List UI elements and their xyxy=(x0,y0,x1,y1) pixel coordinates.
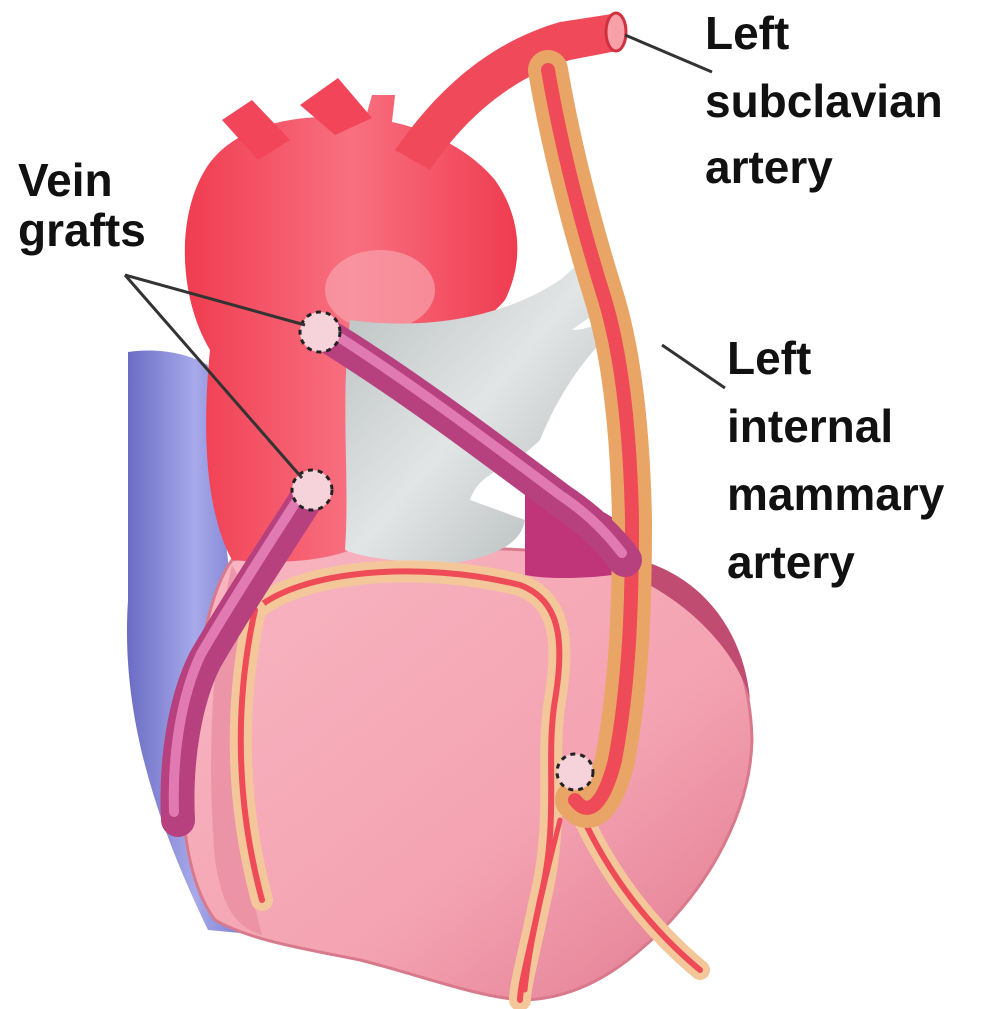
label-left-internal-mammary-artery: Left internal mammary artery xyxy=(727,333,944,587)
label-vein-grafts: Vein grafts xyxy=(18,155,146,255)
label-left-subclavian-line-1: Left xyxy=(705,8,943,58)
label-lima-line-2: internal xyxy=(727,401,944,451)
label-left-subclavian-line-3: artery xyxy=(705,142,943,192)
label-left-subclavian-line-2: subclavian xyxy=(705,76,943,126)
label-lima-line-4: artery xyxy=(727,537,944,587)
left-subclavian-artery-end xyxy=(606,13,626,51)
label-vein-grafts-line-2: grafts xyxy=(18,205,146,255)
label-lima-line-3: mammary xyxy=(727,469,944,519)
left-subclavian-artery-vessel xyxy=(395,14,622,170)
label-left-subclavian-artery: Left subclavian artery xyxy=(705,8,943,192)
label-lima-line-1: Left xyxy=(727,333,944,383)
label-vein-grafts-line-1: Vein xyxy=(18,155,146,205)
aorta-highlight xyxy=(325,250,435,330)
